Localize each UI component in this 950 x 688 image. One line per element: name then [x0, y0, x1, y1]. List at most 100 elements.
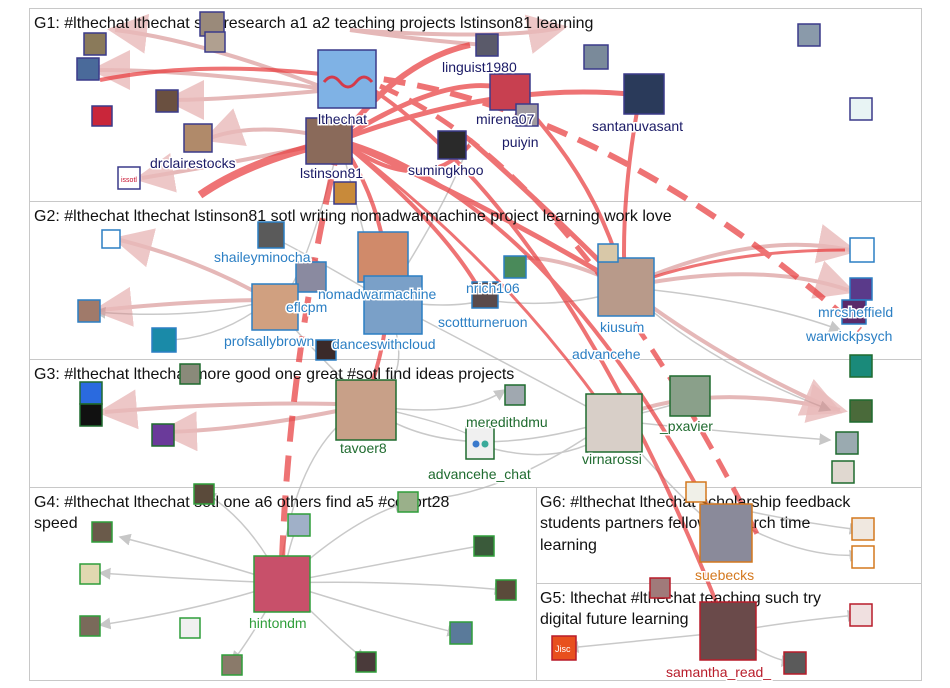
node-avatar[interactable]: [849, 97, 873, 121]
node-avatar[interactable]: [797, 23, 821, 47]
node-label-lstinson81[interactable]: lstinson81: [299, 164, 365, 183]
node-avatar[interactable]: [623, 73, 665, 115]
node-avatar[interactable]: [783, 651, 807, 675]
node-label-profsallybrown[interactable]: profsallybrown: [223, 332, 316, 351]
node-label-mrcsheffield[interactable]: mrcsheffield: [817, 303, 895, 322]
node-label-kiusum[interactable]: kiusum: [599, 318, 646, 337]
node-label-meredithdmu[interactable]: meredithdmu: [465, 413, 550, 432]
node-label-tavoer8[interactable]: tavoer8: [339, 439, 389, 458]
node-avatar[interactable]: [155, 89, 179, 113]
node-avatar[interactable]: [79, 615, 101, 637]
node-avatar[interactable]: [295, 261, 327, 293]
node-avatar[interactable]: [83, 32, 107, 56]
node-avatar[interactable]: [77, 299, 101, 323]
node-avatar[interactable]: [849, 277, 873, 301]
node-label-samantha-read[interactable]: samantha_read_: [665, 663, 773, 682]
node-avatar[interactable]: [179, 363, 201, 385]
node-avatar[interactable]: [699, 601, 757, 661]
node-avatar[interactable]: [151, 327, 177, 353]
node-avatar[interactable]: [841, 299, 867, 325]
node-label-scottturneruon[interactable]: scottturneruon: [437, 313, 530, 332]
node-label-nrich106[interactable]: nrich106: [465, 279, 522, 298]
node-avatar[interactable]: [117, 166, 141, 190]
node-avatar[interactable]: [333, 181, 357, 205]
node-avatar[interactable]: [257, 221, 285, 249]
node-avatar[interactable]: [179, 617, 201, 639]
node-avatar[interactable]: [91, 521, 113, 543]
node-label-sumingkhoo[interactable]: sumingkhoo: [407, 161, 486, 180]
node-label-suebecks[interactable]: suebecks: [694, 566, 756, 585]
node-avatar[interactable]: [449, 621, 473, 645]
group-title-g1: G1: #lthechat lthechat sotl research a1 …: [34, 15, 593, 32]
node-avatar[interactable]: [835, 431, 859, 455]
node-label-virnarossi[interactable]: virnarossi: [581, 450, 644, 469]
node-avatar[interactable]: [437, 130, 467, 160]
node-avatar[interactable]: [475, 33, 499, 57]
node-avatar[interactable]: [503, 255, 527, 279]
node-avatar[interactable]: [363, 275, 423, 335]
node-avatar[interactable]: [495, 579, 517, 601]
node-avatar[interactable]: [504, 384, 526, 406]
node-label-santanuvasant[interactable]: santanuvasant: [591, 117, 685, 136]
node-avatar[interactable]: [355, 651, 377, 673]
node-avatar[interactable]: [849, 237, 875, 263]
node-avatar[interactable]: [471, 281, 499, 309]
node-avatar[interactable]: [831, 460, 855, 484]
node-avatar[interactable]: [79, 403, 103, 427]
node-avatar[interactable]: [583, 44, 609, 70]
node-avatar[interactable]: [151, 423, 175, 447]
node-avatar[interactable]: [597, 243, 619, 263]
node-avatar[interactable]: [101, 229, 121, 249]
node-avatar[interactable]: [287, 513, 311, 537]
node-label-puiyin[interactable]: puiyin: [501, 133, 541, 152]
node-avatar[interactable]: [183, 123, 213, 153]
node-avatar[interactable]: [851, 517, 875, 541]
node-label-eflcpm[interactable]: eflcpm: [285, 298, 329, 317]
node-avatar[interactable]: [315, 339, 337, 361]
node-label-nomadwarmachine[interactable]: nomadwarmachine: [317, 285, 438, 304]
lthe-logo-wave: [322, 75, 374, 89]
node-label-mirena07[interactable]: mirena07: [475, 110, 537, 129]
node-label-lthechat[interactable]: lthechat: [317, 110, 369, 129]
node-avatar[interactable]: [585, 393, 643, 453]
node-label-linguist1980[interactable]: linguist1980: [441, 58, 519, 77]
node-avatar[interactable]: [76, 57, 100, 81]
node-avatar[interactable]: [253, 555, 311, 613]
node-avatar[interactable]: [849, 399, 873, 423]
node-avatar[interactable]: [551, 635, 577, 661]
node-avatar[interactable]: [79, 381, 103, 405]
node-avatar[interactable]: [473, 535, 495, 557]
node-avatar[interactable]: [91, 105, 113, 127]
node-avatar[interactable]: [397, 491, 419, 513]
node-avatar[interactable]: [465, 426, 495, 460]
node-avatar[interactable]: [204, 31, 226, 53]
node-label-hintondm[interactable]: hintondm: [248, 614, 309, 633]
node-avatar[interactable]: [669, 375, 711, 417]
node-label-warwickpsych[interactable]: warwickpsych: [804, 327, 894, 346]
issotl-logo-text: issotl: [121, 177, 137, 184]
node-avatar[interactable]: [335, 379, 397, 441]
group-title-g6-line3: learning: [540, 537, 597, 554]
node-label-drclairestocks[interactable]: drclairestocks: [149, 154, 238, 173]
node-label-advancehe-chat[interactable]: advancehe_chat: [427, 465, 533, 484]
node-avatar[interactable]: [699, 503, 753, 563]
node-avatar[interactable]: [251, 283, 299, 331]
node-label-danceswithcloud[interactable]: danceswithcloud: [331, 335, 438, 354]
node-avatar[interactable]: [221, 654, 243, 676]
node-avatar[interactable]: [305, 117, 353, 165]
node-avatar[interactable]: [193, 483, 215, 505]
node-avatar[interactable]: [515, 103, 539, 127]
node-avatar[interactable]: [849, 354, 873, 378]
node-avatar[interactable]: [649, 577, 671, 599]
node-label-pxavier[interactable]: _pxavier: [658, 417, 715, 436]
group-box-g5: [536, 583, 922, 681]
node-avatar[interactable]: [357, 231, 409, 283]
node-label-advancehe[interactable]: advancehe: [571, 345, 643, 364]
node-label-shaileyminocha[interactable]: shaileyminocha: [213, 248, 313, 267]
node-avatar[interactable]: [849, 603, 873, 627]
node-avatar[interactable]: [79, 563, 101, 585]
node-avatar[interactable]: [597, 257, 655, 317]
node-avatar[interactable]: [685, 481, 707, 503]
node-avatar[interactable]: [851, 545, 875, 569]
